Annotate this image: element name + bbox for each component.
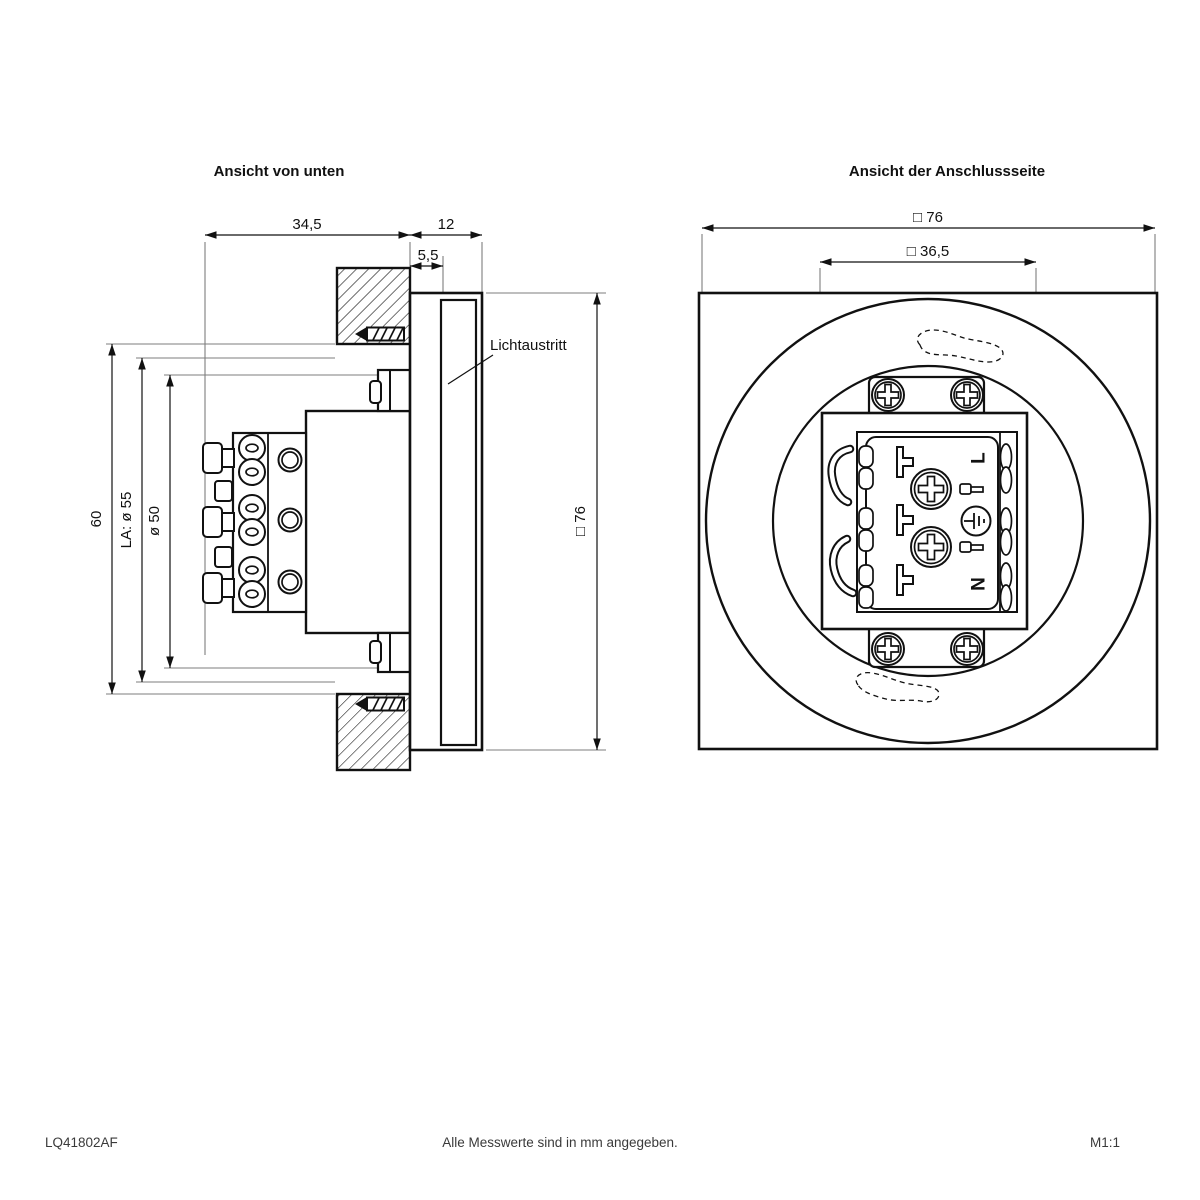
right-contact-ovals (999, 443, 1013, 612)
block-tab-upper (214, 480, 233, 502)
clamp-key-upper (959, 483, 984, 495)
dim-label-light-aperture: LA: ø 55 (118, 492, 135, 549)
dim-light-aperture: LA: ø 55 (118, 358, 146, 682)
terminal-label-live: L (969, 452, 990, 464)
light-exit-callout: Lichtaustritt (447, 337, 568, 385)
dim-label-inner-square: □ 36,5 (907, 243, 949, 260)
phillips-screw-icon (950, 632, 984, 666)
terminal-block-side (202, 431, 308, 614)
extension-lines-right-view (701, 234, 1156, 292)
knockout-top (916, 329, 1004, 363)
clamp-key-lower (959, 541, 984, 553)
outer-ring-circle (704, 297, 1152, 745)
earth-symbol-icon (960, 505, 992, 537)
push-release-tabs (896, 446, 914, 596)
right-view-title: Ansicht der Anschlussseite (849, 163, 1045, 180)
housing-body (304, 409, 412, 635)
wire-hooks (827, 444, 858, 598)
clamp-top (369, 368, 412, 413)
dim-label-back-width: 34,5 (292, 216, 321, 233)
dim-label-plate-size-right: □ 76 (913, 209, 943, 226)
dim-cutout-height: 60 (88, 344, 116, 694)
dim-label-body-diameter: ø 50 (146, 506, 163, 536)
light-exit-label: Lichtaustritt (490, 337, 568, 354)
terminal-screw-icon (910, 468, 952, 510)
phillips-screw-icon (871, 632, 905, 666)
faceplate (408, 291, 484, 752)
inner-ring-circle (771, 364, 1085, 678)
dim-plate-size-right: □ 76 (702, 209, 1155, 232)
dim-body-diameter: ø 50 (146, 375, 174, 668)
dim-label-cutout-height: 60 (88, 511, 105, 528)
left-view-title: Ansicht von unten (214, 163, 345, 180)
bracket-bottom (867, 621, 986, 669)
dim-inner-square: □ 36,5 (820, 243, 1036, 266)
dim-label-plate-size-left: □ 76 (572, 506, 589, 536)
left-view: Ansicht von unten 34,5 12 5,5 (88, 163, 606, 772)
units-note: Alle Messwerte sind in mm angegeben. (442, 1135, 678, 1150)
wire-entry-holes (238, 434, 266, 608)
dim-label-recess-depth: 5,5 (418, 247, 439, 264)
left-contact-pills (858, 445, 874, 609)
dim-front-depth: 12 (410, 216, 482, 239)
mounting-screw-top (355, 320, 427, 348)
mounting-screw-bottom (355, 690, 427, 718)
phillips-screw-icon (950, 378, 984, 412)
phillips-screw-icon (871, 378, 905, 412)
terminal-screw-icon (910, 526, 952, 568)
terminal-label-neutral: N (969, 577, 990, 591)
connection-box: L N (820, 411, 1029, 631)
bracket-top (867, 375, 986, 423)
dim-recess-depth: 5,5 (410, 247, 443, 270)
footer: LQ41802AF Alle Messwerte sind in mm ange… (45, 1135, 1120, 1150)
dim-back-width: 34,5 (205, 216, 410, 239)
clamp-bottom (369, 631, 412, 674)
drawing-scale: M1:1 (1090, 1135, 1120, 1150)
dim-plate-size-left: □ 76 (572, 293, 601, 750)
dim-label-front-depth: 12 (438, 216, 455, 233)
terminal-plungers (202, 442, 235, 604)
block-tab-lower (214, 546, 233, 568)
part-number: LQ41802AF (45, 1135, 118, 1150)
block-side-holes (277, 447, 303, 595)
knockout-bottom (855, 671, 940, 703)
right-view: Ansicht der Anschlussseite □ 76 □ 36,5 (697, 163, 1159, 751)
light-exit-glass (439, 298, 478, 747)
